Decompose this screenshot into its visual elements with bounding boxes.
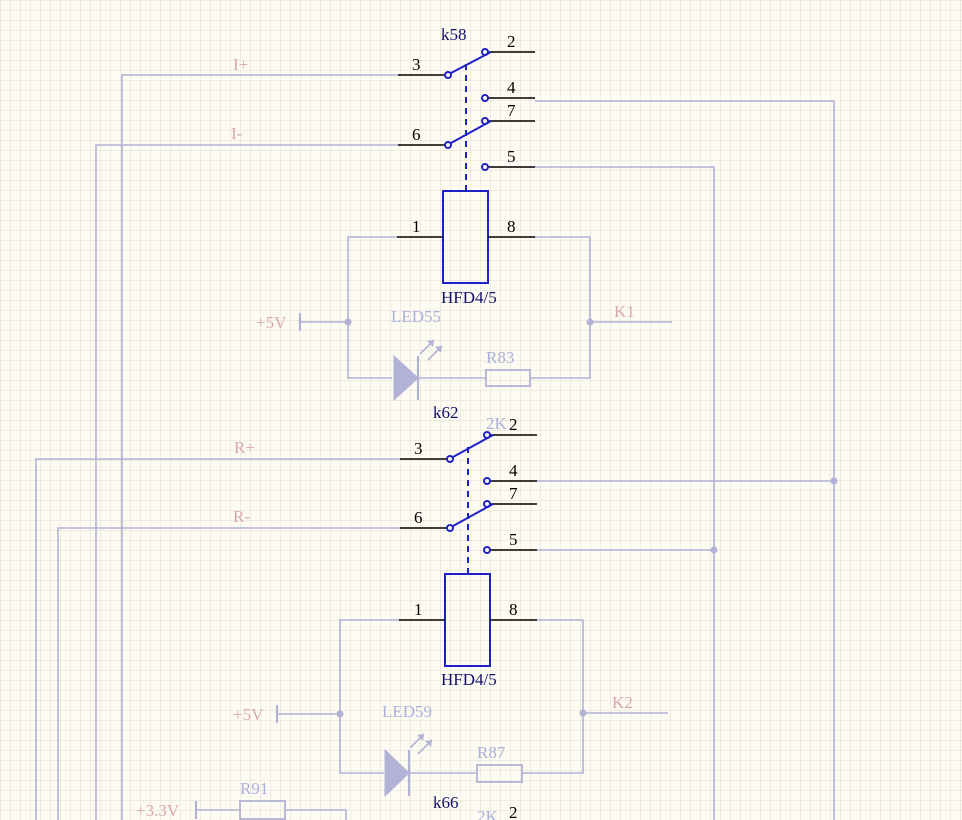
- pin-number: 2: [507, 32, 516, 51]
- pin-number: 5: [509, 530, 518, 549]
- pin-number: 8: [509, 600, 518, 619]
- resistor-value: 2K: [477, 807, 499, 820]
- junction-dot: [336, 710, 344, 718]
- wire-coil-left[interactable]: [347, 236, 397, 379]
- pin-number: 2: [509, 415, 518, 434]
- relay-designator: k66: [433, 793, 459, 812]
- net-label: R+: [234, 438, 255, 457]
- resistor-designator: R87: [477, 743, 506, 762]
- pin-number: 6: [412, 125, 421, 144]
- wire-i-plus-bus[interactable]: [121, 74, 400, 820]
- pin-number: 8: [507, 217, 516, 236]
- led-emission-arrows: [409, 733, 433, 755]
- contact-terminal: [446, 455, 454, 463]
- relay-k58[interactable]: k58 3 6 2 4 7 5 1 8 HFD4/5: [231, 25, 672, 433]
- switch-arm: [452, 434, 494, 458]
- wire-coil-right[interactable]: [522, 619, 584, 774]
- wire-coil-right[interactable]: [530, 236, 591, 379]
- contact-terminal: [444, 71, 452, 79]
- led-designator: LED59: [382, 702, 432, 721]
- contact-terminal: [483, 477, 491, 485]
- pin-number: 1: [414, 600, 423, 619]
- pin-number: 2: [509, 803, 518, 820]
- contact-terminal: [444, 141, 452, 149]
- net-label: I-: [231, 124, 243, 143]
- contact-terminal: [446, 524, 454, 532]
- switch-arm: [450, 120, 492, 144]
- bottom-partial-circuit: k66 2 +3.3V R91: [136, 779, 518, 820]
- pin-number: 7: [507, 101, 516, 120]
- pin-number: 4: [507, 78, 516, 97]
- relay-part-number: HFD4/5: [441, 670, 497, 689]
- led-designator: LED55: [391, 307, 441, 326]
- wire-resistor-out[interactable]: [286, 809, 347, 820]
- pin-number: 3: [414, 439, 423, 458]
- relay-designator: k58: [441, 25, 467, 44]
- relay-coil[interactable]: [442, 190, 489, 284]
- wire-i-minus-bus[interactable]: [95, 144, 400, 820]
- contact-terminal: [481, 163, 489, 171]
- junction-dot: [710, 546, 718, 554]
- contact-terminal: [481, 94, 489, 102]
- relay-coil[interactable]: [444, 573, 491, 667]
- led-emission-arrows: [419, 339, 443, 361]
- pin-number: 1: [412, 217, 421, 236]
- resistor-designator: R91: [240, 779, 268, 798]
- contact-terminal: [483, 546, 491, 554]
- pin-number: 5: [507, 147, 516, 166]
- junction-dot: [344, 318, 352, 326]
- net-label: I+: [233, 55, 248, 74]
- net-label: R-: [233, 507, 250, 526]
- led-diode-triangle[interactable]: [384, 748, 410, 798]
- pin-number: 6: [414, 508, 423, 527]
- pin-number: 7: [509, 484, 518, 503]
- resistor-body[interactable]: [239, 800, 286, 820]
- relay-k62[interactable]: k62 3 6 2 4 7 5 1 8 HFD4/5: [233, 403, 668, 820]
- bus-wires: [35, 74, 838, 820]
- wire-r-plus-bus[interactable]: [35, 458, 400, 820]
- relay-part-number: HFD4/5: [441, 288, 497, 307]
- wire-coil-left[interactable]: [339, 619, 399, 774]
- wire-pin4-bus[interactable]: [535, 100, 835, 820]
- resistor-value: 2K: [486, 414, 508, 433]
- power-port-label: +5V: [233, 705, 264, 724]
- resistor-designator: R83: [486, 348, 514, 367]
- resistor-body[interactable]: [485, 369, 531, 387]
- junction-dot: [579, 709, 587, 717]
- switch-arm: [452, 503, 494, 527]
- junction-dot: [830, 477, 838, 485]
- net-label-output: K2: [612, 693, 633, 712]
- pin-number: 3: [412, 55, 421, 74]
- relay-designator: k62: [433, 403, 459, 422]
- led-diode-triangle[interactable]: [393, 354, 419, 402]
- power-port-label: +3.3V: [136, 801, 180, 820]
- wire-r-minus-bus[interactable]: [57, 527, 400, 820]
- switch-arm: [450, 51, 492, 74]
- power-port-label: +5V: [256, 313, 287, 332]
- wire-pin5-bus[interactable]: [535, 166, 715, 820]
- net-label-output: K1: [614, 302, 635, 321]
- junction-dot: [586, 318, 594, 326]
- pin-number: 4: [509, 461, 518, 480]
- resistor-body[interactable]: [476, 764, 523, 783]
